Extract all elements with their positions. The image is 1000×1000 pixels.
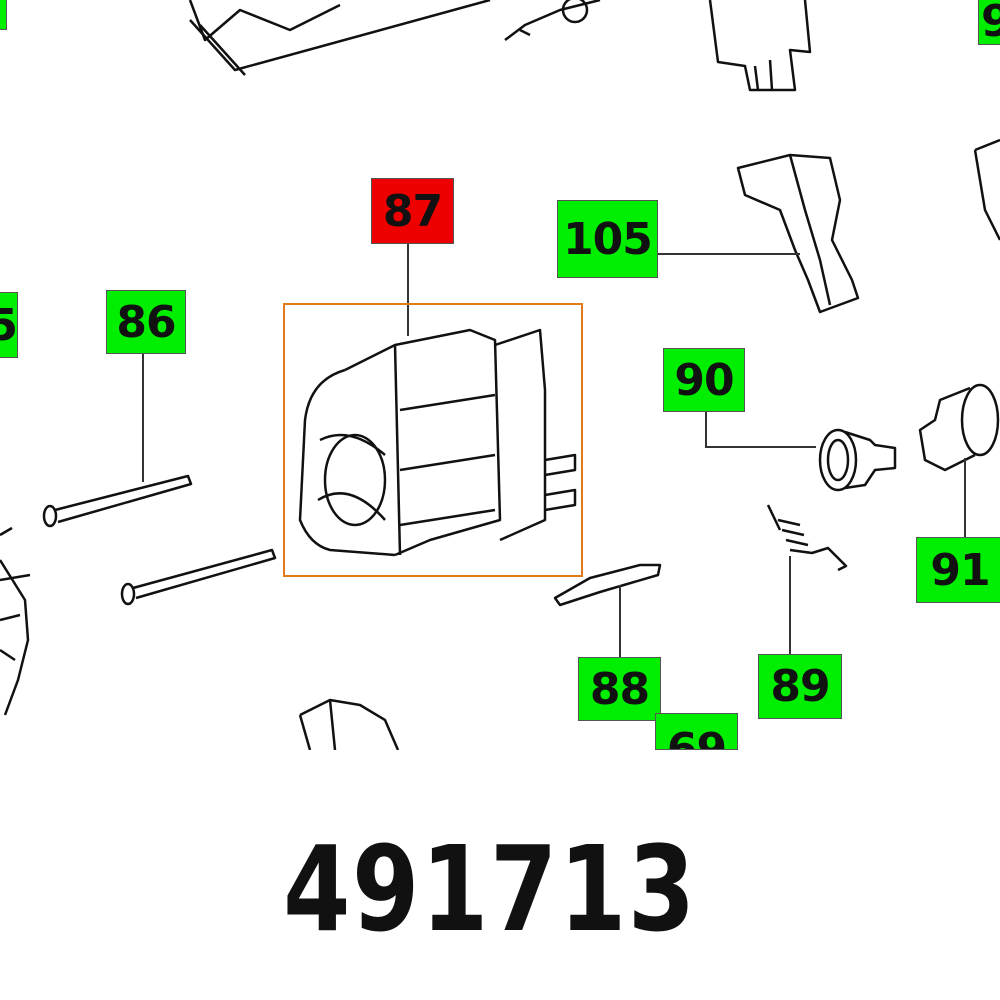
stator-part: [298, 328, 577, 557]
label-90[interactable]: 90: [663, 348, 745, 412]
top-switch-part: [708, 0, 812, 92]
right-edge-part: [973, 138, 1000, 241]
spring-part: [766, 504, 848, 572]
top-housing-part: [188, 0, 491, 76]
label-left-partial[interactable]: 5: [0, 292, 18, 358]
left-housing-part: [0, 526, 31, 716]
label-69[interactable]: 69: [655, 713, 738, 750]
label-88[interactable]: 88: [578, 657, 661, 721]
screw-lower: [120, 548, 277, 606]
bottom-part: [298, 698, 400, 751]
clip-part: [553, 563, 662, 607]
brush-holder-part: [918, 383, 1000, 472]
label-87[interactable]: 87: [371, 178, 454, 244]
selection-box: [283, 303, 583, 577]
screw-upper: [42, 474, 193, 528]
label-91[interactable]: 91: [916, 537, 1000, 603]
switch-lever-part: [736, 153, 860, 314]
leader-lines: [142, 244, 966, 657]
label-105[interactable]: 105: [557, 200, 658, 278]
label-top-left-partial[interactable]: [0, 0, 7, 30]
top-wire-part: [504, 0, 601, 41]
label-89[interactable]: 89: [758, 654, 842, 719]
label-top-right-partial[interactable]: 9: [978, 0, 1000, 45]
bushing-part: [818, 428, 897, 492]
part-number: 491713: [283, 820, 697, 958]
label-86[interactable]: 86: [106, 290, 186, 354]
